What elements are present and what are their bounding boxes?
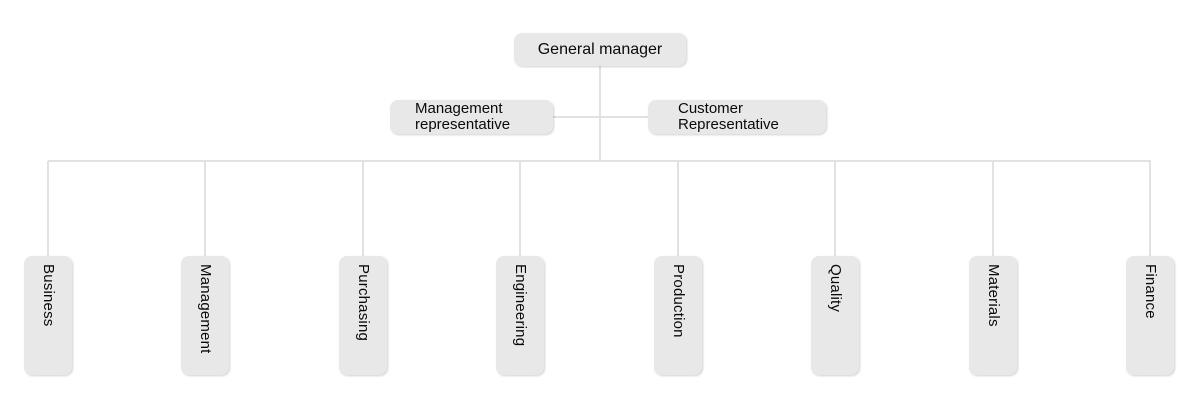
- node-customer-representative: Customer Representative: [648, 100, 826, 134]
- node-finance-label: Finance: [1142, 264, 1159, 319]
- node-general-manager: General manager: [514, 33, 686, 66]
- node-purchasing: Purchasing: [339, 256, 387, 375]
- node-management-label: Management: [197, 264, 214, 354]
- node-finance: Finance: [1126, 256, 1174, 375]
- node-materials-label: Materials: [985, 264, 1002, 327]
- node-management: Management: [181, 256, 229, 375]
- node-business-label: Business: [40, 264, 57, 327]
- node-engineering: Engineering: [496, 256, 544, 375]
- node-production-label: Production: [670, 264, 687, 338]
- connector-root-drop: [599, 66, 601, 161]
- connector-mgmt-rep-link: [553, 116, 600, 118]
- connector-drop-quality: [834, 161, 836, 256]
- node-business: Business: [24, 256, 72, 375]
- node-production: Production: [654, 256, 702, 375]
- node-materials: Materials: [969, 256, 1017, 375]
- node-purchasing-label: Purchasing: [355, 264, 372, 342]
- connector-cust-rep-link: [601, 116, 648, 118]
- node-quality-label: Quality: [827, 264, 844, 313]
- node-management-representative: Management representative: [390, 100, 553, 134]
- connector-drop-purchasing: [362, 161, 364, 256]
- connector-drop-materials: [992, 161, 994, 256]
- connector-drop-finance: [1149, 161, 1151, 256]
- connector-main-rail: [48, 160, 1151, 162]
- connector-drop-engineering: [519, 161, 521, 256]
- node-quality: Quality: [811, 256, 859, 375]
- node-engineering-label: Engineering: [512, 264, 529, 347]
- connector-drop-production: [677, 161, 679, 256]
- connector-drop-management: [204, 161, 206, 256]
- connector-drop-business: [47, 161, 49, 256]
